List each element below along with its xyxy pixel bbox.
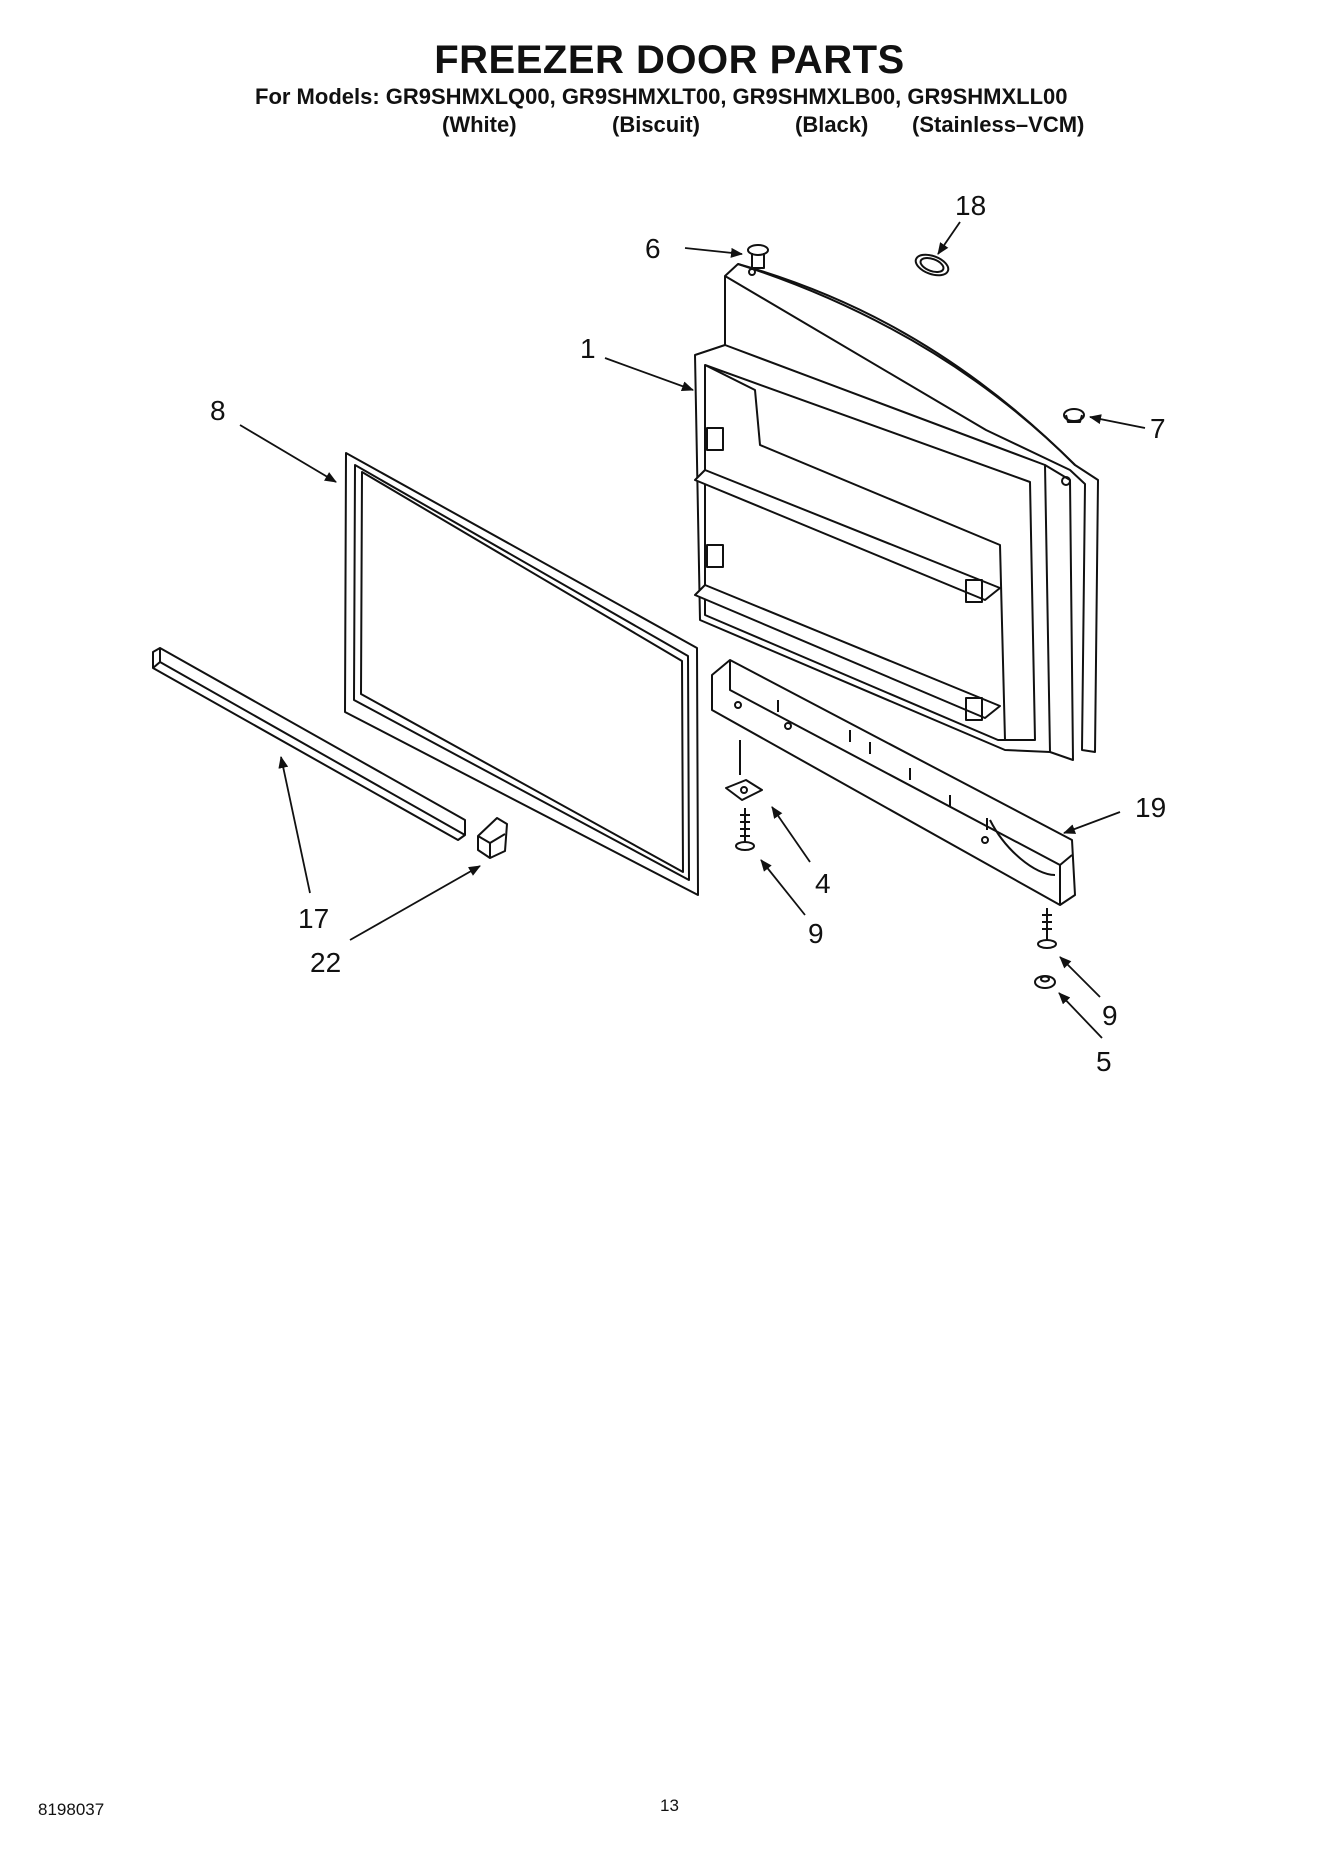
door-gasket-part: [344, 452, 699, 896]
end-cap-part: [477, 817, 508, 859]
callout-7: 7: [1150, 413, 1166, 444]
leader-22: [349, 865, 481, 941]
color-biscuit: (Biscuit): [612, 112, 700, 137]
callout-19: 19: [1135, 792, 1166, 823]
document-number: 8198037: [38, 1800, 105, 1819]
color-stainless: (Stainless–VCM): [912, 112, 1085, 137]
washer-part: [1034, 975, 1056, 989]
callout-8: 8: [210, 395, 226, 426]
leader-7: [1089, 414, 1146, 429]
leader-8: [239, 424, 337, 483]
leader-5: [1058, 992, 1103, 1039]
color-white: (White): [442, 112, 517, 137]
leader-19: [1063, 811, 1121, 834]
callout-9b: 9: [1102, 1000, 1118, 1031]
hinge-pin-top-part: [747, 244, 769, 269]
color-black: (Black): [795, 112, 869, 137]
callout-22: 22: [310, 947, 341, 978]
callout-5: 5: [1096, 1046, 1112, 1077]
leader-4: [771, 806, 811, 863]
cap-part: [914, 253, 950, 277]
models-line: For Models: GR9SHMXLQ00, GR9SHMXLT00, GR…: [255, 84, 1068, 109]
screw-part-b: [1037, 908, 1057, 949]
leader-9a: [760, 859, 806, 916]
plug-part: [1063, 408, 1085, 423]
callout-9a: 9: [808, 918, 824, 949]
trim-strip-part: [152, 647, 466, 841]
leader-6: [684, 247, 743, 258]
leader-9b: [1059, 956, 1101, 998]
page-title: FREEZER DOOR PARTS: [434, 38, 905, 82]
callout-4: 4: [815, 868, 831, 899]
page-number: 13: [660, 1796, 679, 1815]
callout-18: 18: [955, 190, 986, 221]
leader-1: [604, 357, 694, 391]
leader-17: [278, 756, 311, 894]
door-liner-part: [694, 263, 1099, 761]
hinge-bracket-part: [711, 659, 1076, 906]
screw-part-a: [735, 808, 755, 851]
callout-1: 1: [580, 333, 596, 364]
leader-18: [937, 221, 961, 255]
callout-6: 6: [645, 233, 661, 264]
callout-17: 17: [298, 903, 329, 934]
hinge-pin-part: [725, 740, 763, 801]
